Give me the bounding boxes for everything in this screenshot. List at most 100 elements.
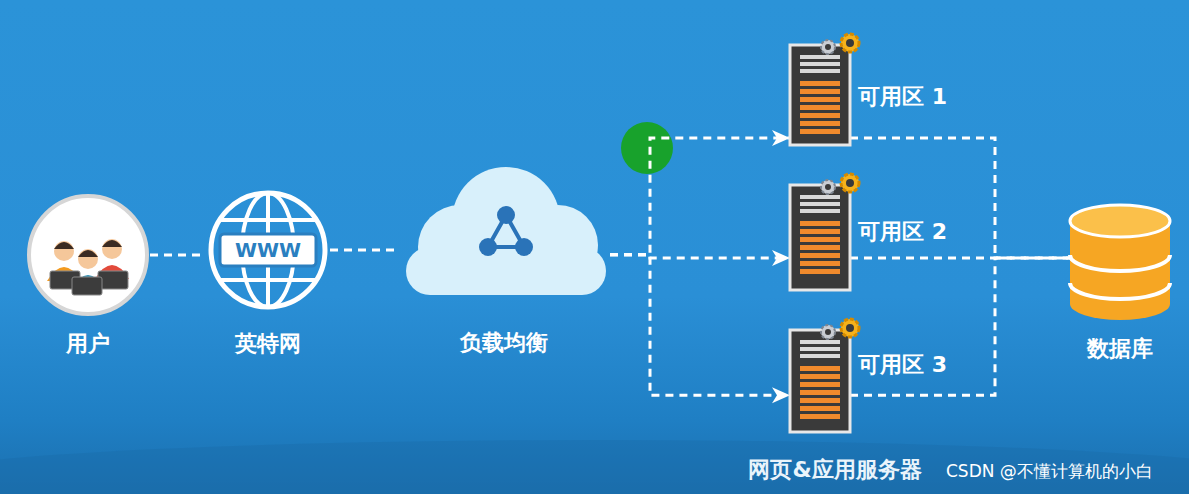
server-slot: [800, 69, 840, 73]
node-label: 英特网: [235, 331, 301, 357]
server-stripe: [800, 414, 840, 419]
server-stripe: [800, 382, 840, 387]
globe-parallel: [220, 218, 316, 222]
globe-node: WWW英特网: [206, 188, 330, 312]
server-slot: [800, 347, 840, 351]
server-slot: [800, 340, 840, 344]
server-shape: [790, 45, 850, 145]
server-stripe: [800, 374, 840, 379]
cloud-shape: [398, 165, 610, 295]
server-stripe: [800, 237, 840, 242]
cloud-icon: [406, 167, 606, 295]
lb-icon-dot: [479, 238, 497, 256]
server-stripe: [800, 366, 840, 371]
lb-icon-dot: [497, 206, 515, 224]
server-icon: [790, 319, 859, 432]
person-hair: [78, 250, 98, 257]
gear-hole: [846, 39, 854, 47]
cloud-node: 负载均衡: [398, 165, 610, 295]
user-circle: [29, 196, 147, 314]
server-slot: [800, 354, 840, 358]
person-hair: [102, 240, 122, 247]
person-hair: [54, 242, 74, 249]
green-dot: [621, 122, 673, 174]
server-node: 可用区 2: [790, 185, 850, 290]
cloud-part: [406, 247, 606, 295]
user-node: 用户: [26, 193, 150, 317]
server-node: 可用区 1: [790, 45, 850, 145]
db-shape: [1070, 205, 1170, 320]
watermark: CSDN @不懂计算机的小白: [946, 460, 1153, 483]
server-stripe: [800, 97, 840, 102]
server-stripe: [800, 121, 840, 126]
server-icon: [790, 34, 859, 145]
node-label: 负载均衡: [460, 330, 548, 356]
globe-parallel: [220, 278, 316, 282]
gear-hole: [846, 324, 854, 332]
node-label: 可用区 1: [858, 84, 947, 110]
node-label: 可用区 3: [858, 352, 947, 378]
gear-hole: [825, 184, 831, 190]
node-label: 数据库: [1087, 336, 1153, 362]
node-label: 用户: [66, 331, 110, 357]
server-shape: [790, 330, 850, 432]
www-text: WWW: [235, 238, 301, 262]
db-icon: [1070, 205, 1170, 320]
dashed-connector: [610, 255, 790, 258]
server-slot: [800, 55, 840, 59]
server-stripe: [800, 406, 840, 411]
lb-icon-dot: [515, 238, 533, 256]
db-node: 数据库: [1070, 205, 1170, 320]
gear: [841, 34, 859, 52]
server-node: 可用区 3: [790, 330, 850, 432]
globe-icon: [211, 193, 325, 307]
dashed-connector: [150, 254, 206, 257]
db-top: [1070, 205, 1170, 237]
person-head: [102, 239, 122, 259]
dashed-connector: [850, 138, 1070, 258]
user-icon: [29, 196, 147, 314]
dashed-connector: [610, 255, 790, 396]
gear: [821, 325, 835, 339]
user-shape: [26, 193, 150, 317]
group-label: 网页&应用服务器: [748, 455, 921, 485]
laptop: [72, 277, 102, 295]
server-case: [790, 330, 850, 432]
gear: [821, 180, 835, 194]
www-box: [220, 234, 316, 266]
gear: [821, 40, 835, 54]
server-shape: [790, 185, 850, 290]
dashed-connector: [850, 258, 1070, 395]
server-slot: [800, 195, 840, 199]
server-stripe: [800, 269, 840, 274]
person-head: [78, 249, 98, 269]
gear-hole: [846, 179, 854, 187]
server-stripe: [800, 113, 840, 118]
server-icon: [790, 174, 859, 290]
gear-hole: [825, 329, 831, 335]
server-stripe: [800, 105, 840, 110]
gear: [841, 319, 859, 337]
dashed-connector: [610, 138, 790, 255]
gear-hole: [825, 44, 831, 50]
server-stripe: [800, 89, 840, 94]
server-slot: [800, 62, 840, 66]
globe-outline: [211, 193, 325, 307]
server-slot: [800, 209, 840, 213]
server-stripe: [800, 398, 840, 403]
server-stripe: [800, 390, 840, 395]
server-stripe: [800, 129, 840, 134]
server-stripe: [800, 81, 840, 86]
server-stripe: [800, 229, 840, 234]
server-case: [790, 185, 850, 290]
gear: [841, 174, 859, 192]
floor-shade: [0, 440, 1189, 494]
db-band: [1070, 283, 1170, 299]
person-head: [54, 241, 74, 261]
server-stripe: [800, 261, 840, 266]
server-stripe: [800, 253, 840, 258]
server-stripe: [800, 245, 840, 250]
server-case: [790, 45, 850, 145]
server-slot: [800, 202, 840, 206]
